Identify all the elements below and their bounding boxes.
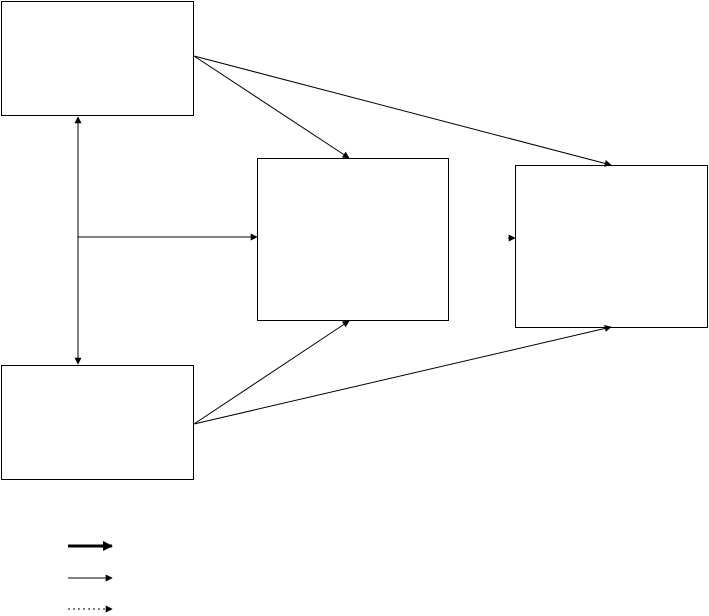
edge-bottom-left-to-right — [193, 325, 612, 425]
box-center — [257, 158, 449, 321]
box-bottom-left — [1, 365, 194, 480]
box-top-left — [1, 1, 194, 116]
edge-bottom-left-to-center — [193, 320, 350, 425]
edge-top-left-to-right — [193, 55, 612, 167]
legend — [68, 541, 113, 613]
box-right — [515, 165, 708, 328]
edge-top-left-to-center — [193, 55, 350, 159]
